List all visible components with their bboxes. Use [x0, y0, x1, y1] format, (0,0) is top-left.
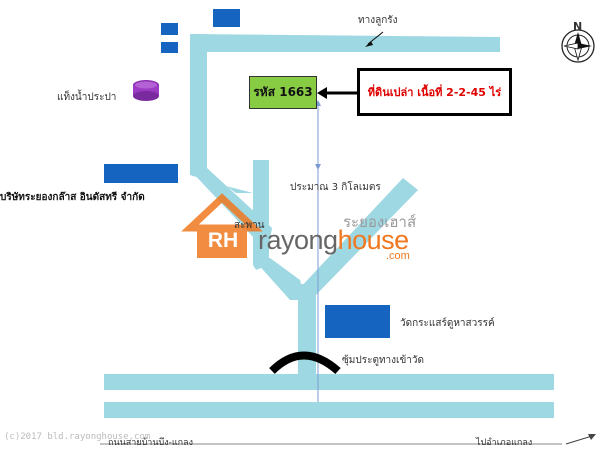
plot-code-label: รหัส 1663: [253, 85, 313, 99]
building-temple: [325, 305, 390, 338]
building-top-1: [213, 9, 240, 27]
dirt-road-label: ทางลูกรัง: [358, 15, 398, 26]
compass-north-label: N: [573, 20, 583, 33]
road-right-label: ไปอำเภอแกลง: [476, 438, 533, 448]
bridge-label: สะพาน: [234, 220, 265, 231]
main-road: [104, 374, 554, 390]
building-top-3: [161, 42, 178, 53]
watermark-brand-b: house: [337, 225, 410, 255]
watermark-brand: rayonghouse: [258, 225, 409, 256]
building-top-2: [161, 23, 178, 35]
watermark-brand-a: rayong: [258, 225, 338, 255]
temple-gate-arch: [269, 351, 341, 375]
plot-code-box: รหัส 1663: [249, 76, 317, 109]
water-tank-icon: [133, 80, 159, 101]
land-callout: ที่ดินเปล่า เนื้อที่ 2-2-45 ไร่: [357, 68, 512, 116]
road-stem: [298, 284, 316, 380]
road-top: [190, 34, 500, 52]
distance-label: ประมาณ 3 กิโลเมตร: [290, 182, 381, 193]
temple-label: วัดกระแสร์ดูหาสวรรค์: [400, 318, 495, 329]
water-tank-label: แท็งน้ำประปา: [57, 92, 117, 103]
watermark-logo-text: RH: [207, 229, 239, 252]
watermark-domain: .com: [386, 250, 410, 262]
road-mid: [256, 258, 305, 300]
land-callout-text: ที่ดินเปล่า เนื้อที่ 2-2-45 ไร่: [367, 86, 502, 99]
watermark-house-icon: [181, 193, 263, 258]
watermark-thai: ระยองเฮาส์: [343, 213, 417, 231]
road-left-vertical: [190, 34, 253, 193]
road-right-diagonal: [298, 178, 418, 298]
road-center-vertical: [253, 160, 269, 270]
copyright-text: (c)2017 bld.rayonghouse.com: [4, 432, 151, 442]
distance-arrow-down: [315, 164, 321, 170]
bottom-right-arrow: [565, 435, 593, 445]
company-label: บริษัทระยองกล๊าส อินดัสทรี จำกัด: [0, 192, 145, 203]
compass-icon: [561, 29, 595, 63]
main-road-lower: [104, 402, 554, 418]
road-left-label: ถนนสายบ้านบึง-แกลง: [108, 438, 194, 448]
temple-gate-label: ซุ้มประตูทางเข้าวัด: [342, 355, 425, 366]
building-company: [104, 164, 178, 183]
